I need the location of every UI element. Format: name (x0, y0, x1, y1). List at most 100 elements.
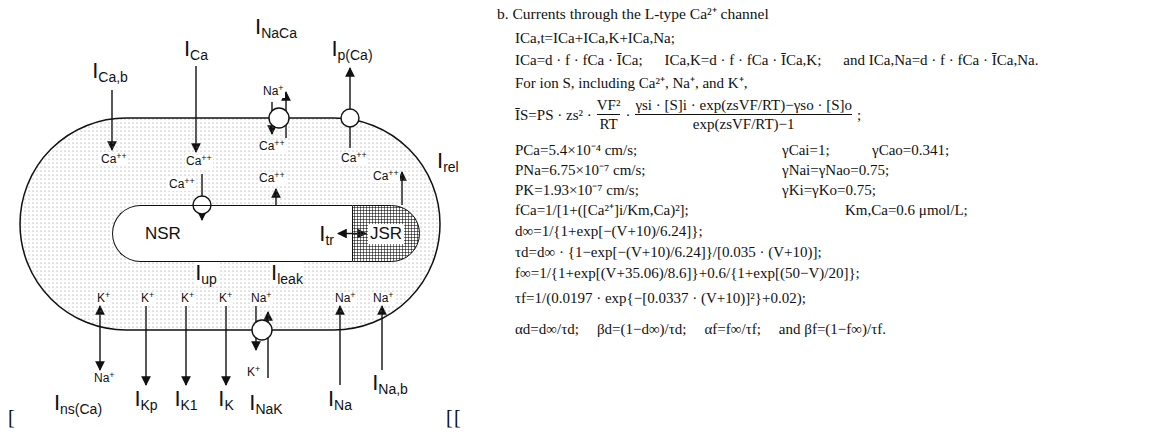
compartment-name: NSR (143, 224, 183, 244)
current-label: INaCa (254, 16, 298, 38)
ion-charge: + (388, 290, 393, 300)
equation-part: ĪS=PS · zs² · (515, 107, 592, 124)
nsr-compartment: NSR (112, 205, 352, 262)
ion-symbol: Ca (101, 152, 116, 166)
current-subscript: K (224, 397, 233, 413)
fraction-denominator: RT (597, 114, 621, 133)
current-subscript: p(Ca) (338, 47, 373, 63)
ion-symbol: K (219, 291, 227, 305)
ion-charge: + (227, 290, 232, 300)
ion-symbol: Ca (169, 177, 184, 191)
ion-charge: + (105, 290, 110, 300)
ion-symbol: Ca (373, 169, 388, 183)
current-letter: I (218, 386, 224, 411)
equation: γCao=0.341; (872, 142, 949, 159)
fraction: γsi · [S]i · exp(zsVF/RT)−γso · [S]oexp(… (635, 97, 852, 134)
current-letter: I (319, 221, 325, 246)
current-subscript: K1 (181, 397, 198, 413)
equation: Km,Ca=0.6 μmol/L; (845, 202, 968, 219)
ion-label: Ca++ (185, 155, 213, 168)
current-subscript: NaCa (261, 25, 297, 41)
current-label: Itr (318, 223, 335, 245)
current-subscript: Ca,b (98, 69, 128, 85)
fraction-numerator: VF² (597, 97, 621, 114)
current-label: INa,b (371, 372, 409, 394)
equation: ICa=d · f · fCa · ĪCa; (515, 52, 643, 69)
equation: and βf=(1−f∞)/τf. (779, 321, 886, 338)
current-subscript: leak (277, 271, 303, 287)
equation: αf=f∞/τf; (704, 321, 760, 338)
fraction-numerator: γsi · [S]i · exp(zsVF/RT)−γso · [S]o (635, 97, 852, 114)
ion-charge: ++ (274, 138, 285, 148)
current-label: Ip(Ca) (330, 38, 373, 60)
equation: αd=d∞/τd; (515, 321, 579, 338)
ion-symbol: Na (263, 84, 278, 98)
bracket-mark: [ (454, 406, 461, 429)
equation: and ICa,Na=d · f · fCa · ĪCa,Na. (843, 52, 1038, 69)
current-label: Iup (194, 262, 218, 284)
bracket-mark: [ (446, 406, 453, 429)
current-letter: I (255, 14, 261, 39)
jsr-compartment: JSR (352, 205, 420, 262)
equation: d∞=1/{1+exp[−(V+10)/6.24]}; (515, 223, 703, 240)
ion-symbol: Ca (341, 151, 356, 165)
current-letter: I (54, 390, 60, 415)
bracket-mark: [ (8, 406, 15, 429)
fraction-equation: ĪS=PS · zs² ·VF²RT·γsi · [S]i · exp(zsVF… (515, 97, 861, 134)
equation-part: ; (857, 107, 861, 124)
equation: τd=d∞ · {1−exp[−(V+10)/6.24]}/[0.035 · (… (515, 244, 822, 261)
ion-symbol: Na (335, 291, 350, 305)
ion-label: Ca++ (372, 170, 400, 183)
ion-label: K+ (96, 292, 111, 305)
ion-label: Ca++ (258, 172, 286, 185)
ion-label: Ca++ (100, 153, 128, 166)
ion-charge: ++ (388, 168, 399, 178)
current-label: IKp (133, 388, 158, 410)
ion-charge: + (278, 83, 283, 93)
current-subscript: up (201, 271, 217, 287)
equation: ICa,t=ICa+ICa,K+ICa,Na; (515, 30, 675, 47)
ion-label: Ca++ (168, 178, 196, 191)
ion-label: Ca++ (258, 140, 286, 153)
current-label: IK (217, 388, 234, 410)
ion-label: K+ (140, 292, 155, 305)
ion-charge: + (255, 364, 260, 374)
equation: PK=1.93×10⁻⁷ cm/s; (515, 182, 639, 199)
ion-symbol: Ca (259, 171, 274, 185)
equation: γKi=γKo=0.75; (782, 182, 876, 199)
ion-symbol: K (97, 291, 105, 305)
equation: ICa,K=d · f · fCa · ĪCa,K; (665, 52, 822, 69)
ion-charge: ++ (184, 176, 195, 186)
current-letter: I (174, 386, 180, 411)
current-subscript: Na (334, 397, 352, 413)
equation: γNai=γNao=0.75; (782, 162, 889, 179)
current-letter: I (271, 260, 277, 285)
ion-charge: + (350, 290, 355, 300)
current-letter: I (184, 36, 190, 61)
current-letter: I (372, 370, 378, 395)
equation: γCai=1; (782, 142, 830, 159)
ion-charge: ++ (116, 151, 127, 161)
current-label: Ins(Ca) (53, 392, 103, 414)
equation: τf=1/(0.0197 · exp{−[0.0337 · (V+10)]²}+… (515, 290, 806, 307)
equation: For ion S, including Ca²⁺, Na⁺, and K⁺, (515, 75, 747, 92)
ion-label: K+ (180, 292, 195, 305)
current-subscript: NaK (255, 401, 282, 417)
current-subscript: ns(Ca) (60, 401, 102, 417)
current-letter: I (331, 36, 337, 61)
current-label: INaK (248, 392, 283, 414)
current-label: IK1 (173, 388, 198, 410)
current-subscript: tr (325, 232, 334, 248)
ion-symbol: K (247, 365, 255, 379)
ion-label: Na+ (262, 85, 285, 98)
ion-symbol: Na (251, 291, 266, 305)
current-subscript: Kp (141, 397, 158, 413)
ion-charge: ++ (356, 150, 367, 160)
ion-label: Na+ (250, 292, 273, 305)
ion-label: K+ (218, 292, 233, 305)
current-letter: I (249, 390, 255, 415)
current-subscript: Ca (190, 47, 208, 63)
ion-label: Na+ (93, 372, 116, 385)
section-heading: b. Currents through the L-type Ca²⁺ chan… (497, 5, 769, 23)
